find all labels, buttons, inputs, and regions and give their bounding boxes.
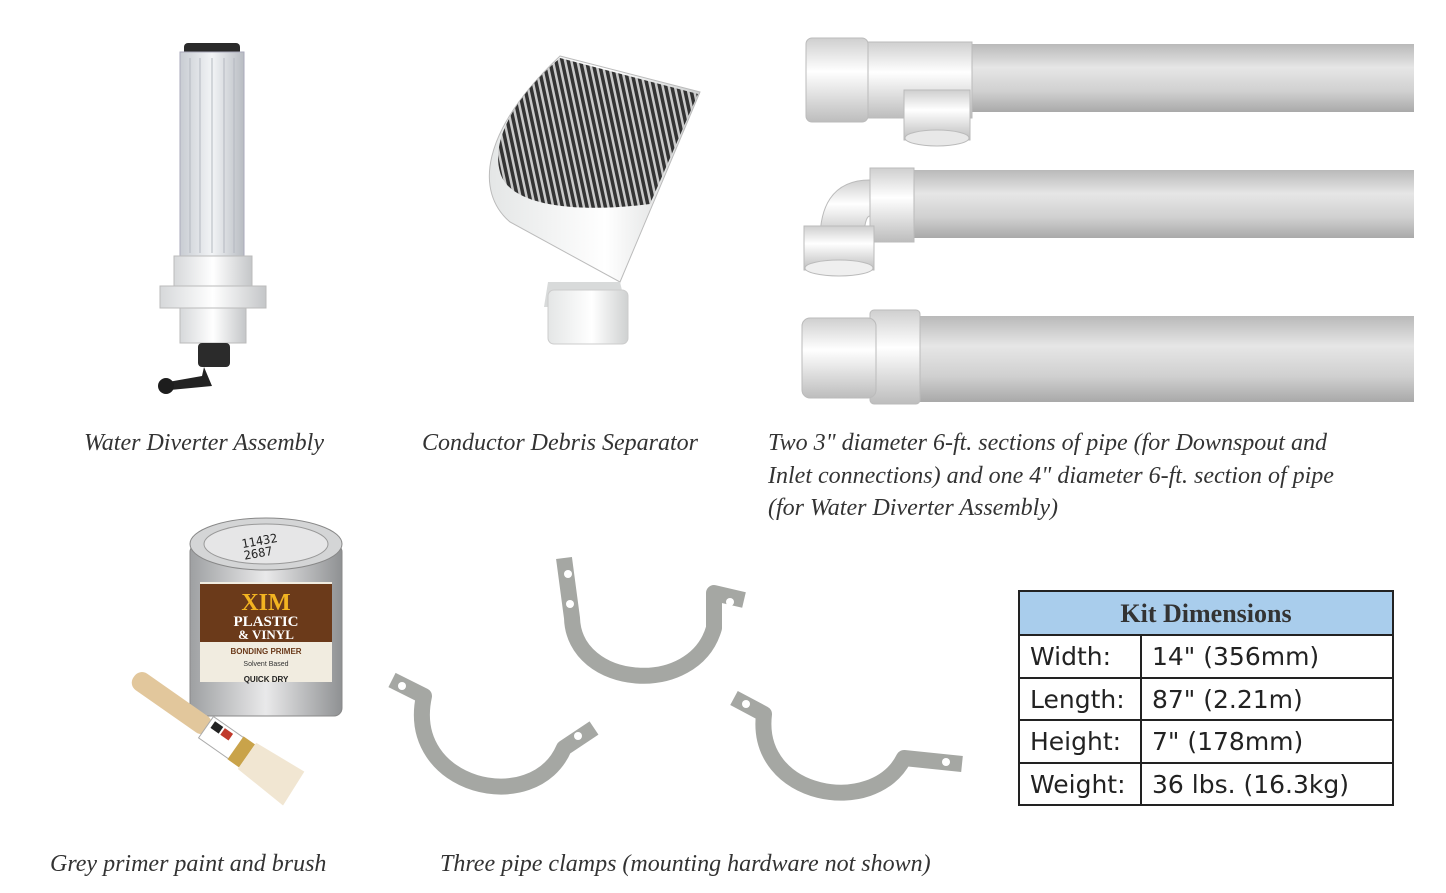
primer-caption: Grey primer paint and brush <box>50 851 327 877</box>
height-label: Height: <box>1020 721 1142 762</box>
length-label: Length: <box>1020 678 1142 719</box>
kit-dimensions-title: Kit Dimensions <box>1020 592 1392 636</box>
pipes-caption-line1: Two 3" diameter 6-ft. sections of pipe (… <box>768 430 1327 456</box>
debris-separator-caption: Conductor Debris Separator <box>422 430 698 456</box>
width-value: 14" (356mm) <box>1152 642 1320 671</box>
water-diverter-image <box>150 38 280 408</box>
primer-can-image: 11432 2687 XIM PLASTIC & VINYL BONDING P… <box>186 514 346 724</box>
kit-dimensions-table: Kit Dimensions Width: 14" (356mm) Length… <box>1018 590 1394 806</box>
pipes-caption-line2: Inlet connections) and one 4" diameter 6… <box>768 463 1334 489</box>
can-brand: XIM <box>241 590 290 616</box>
weight-label: Weight: <box>1020 763 1142 806</box>
can-line1: PLASTIC <box>233 614 298 630</box>
can-lid-code-1: 11432 <box>240 531 278 551</box>
table-row: Length: 87" (2.21m) <box>1020 678 1392 721</box>
water-diverter-caption: Water Diverter Assembly <box>84 430 324 456</box>
table-row: Height: 7" (178mm) <box>1020 721 1392 764</box>
paint-brush-image <box>118 668 318 808</box>
height-value: 7" (178mm) <box>1152 727 1304 756</box>
can-line4: Solvent Based <box>243 661 288 668</box>
can-lid-code-2: 2687 <box>243 544 274 563</box>
pipes-caption-line3: (for Water Diverter Assembly) <box>768 495 1058 521</box>
can-line5: QUICK DRY <box>244 675 289 684</box>
table-row: Width: 14" (356mm) <box>1020 636 1392 679</box>
can-line3: BONDING PRIMER <box>230 647 301 656</box>
pipes-image <box>800 30 1416 410</box>
table-row: Weight: 36 lbs. (16.3kg) <box>1020 763 1392 806</box>
width-label: Width: <box>1020 636 1142 677</box>
length-value: 87" (2.21m) <box>1152 684 1303 714</box>
clamps-caption: Three pipe clamps (mounting hardware not… <box>440 851 931 877</box>
pipe-clamps-image <box>384 548 972 838</box>
debris-separator-image <box>470 52 702 346</box>
can-line2: & VINYL <box>238 627 294 642</box>
weight-value: 36 lbs. (16.3kg) <box>1152 769 1350 799</box>
